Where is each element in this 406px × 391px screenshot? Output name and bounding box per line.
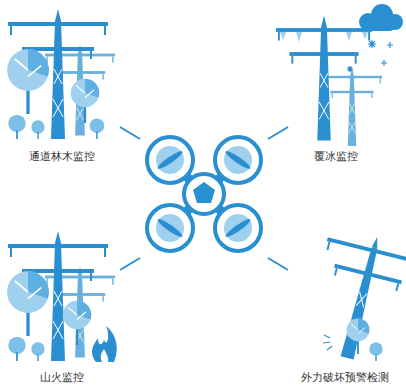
tree [7, 49, 49, 114]
bush [8, 337, 25, 361]
snowflake [347, 66, 353, 72]
icicle [362, 32, 368, 39]
rotor-disc [156, 214, 184, 242]
rotor [215, 137, 261, 183]
flame-core [101, 349, 108, 362]
tower [276, 16, 372, 141]
tree [71, 79, 100, 123]
tree [347, 319, 370, 354]
tower [322, 68, 382, 146]
leader-line [268, 258, 288, 270]
impact-marks [323, 335, 332, 350]
rotor-disc [156, 146, 184, 174]
rotor [147, 205, 193, 251]
bush [369, 342, 382, 361]
tree [7, 271, 49, 336]
cloud-base [368, 20, 395, 31]
bush [31, 120, 44, 139]
bush [31, 342, 44, 361]
rotor-guard [147, 137, 193, 183]
fire-scene [7, 231, 117, 362]
propeller [156, 217, 184, 239]
drone-body [184, 174, 224, 214]
icicle [296, 32, 302, 42]
icicles [280, 32, 368, 42]
tree-scene [7, 9, 115, 139]
scene-label: 覆冰监控 [314, 150, 358, 164]
rotor [147, 137, 193, 183]
snowflake [381, 60, 387, 66]
flame [92, 326, 117, 362]
tower [301, 225, 406, 369]
scene-label: 外力破坏预警检测 [301, 371, 389, 385]
leader-line [268, 127, 288, 139]
snowflake [387, 42, 393, 48]
rotor-guard [147, 205, 193, 251]
scene-label: 山火监控 [40, 371, 84, 385]
rotor-guard [215, 205, 261, 251]
icing-scene [276, 4, 403, 146]
tower [8, 231, 108, 361]
rotor-disc [224, 146, 252, 174]
damage-scene [301, 225, 406, 369]
drone-core [193, 182, 215, 203]
rotor [215, 205, 261, 251]
propeller [224, 149, 252, 171]
leader-line [120, 258, 140, 270]
propeller [156, 149, 184, 171]
crack [336, 326, 345, 332]
rotor-disc [224, 214, 252, 242]
scene-label: 通道林木监控 [29, 150, 95, 164]
icicle [346, 32, 352, 41]
leader-lines [120, 127, 288, 270]
propeller [224, 217, 252, 239]
leaning-tower [301, 225, 406, 369]
drone [147, 137, 261, 251]
bush [90, 118, 105, 139]
tree [63, 301, 92, 345]
icicle [280, 32, 286, 40]
cloud [359, 4, 403, 31]
leader-line [120, 127, 140, 139]
bush [8, 115, 25, 139]
rotor-guard [215, 137, 261, 183]
tower [8, 9, 108, 139]
snowflake [368, 40, 376, 48]
snowflakes [347, 40, 393, 72]
